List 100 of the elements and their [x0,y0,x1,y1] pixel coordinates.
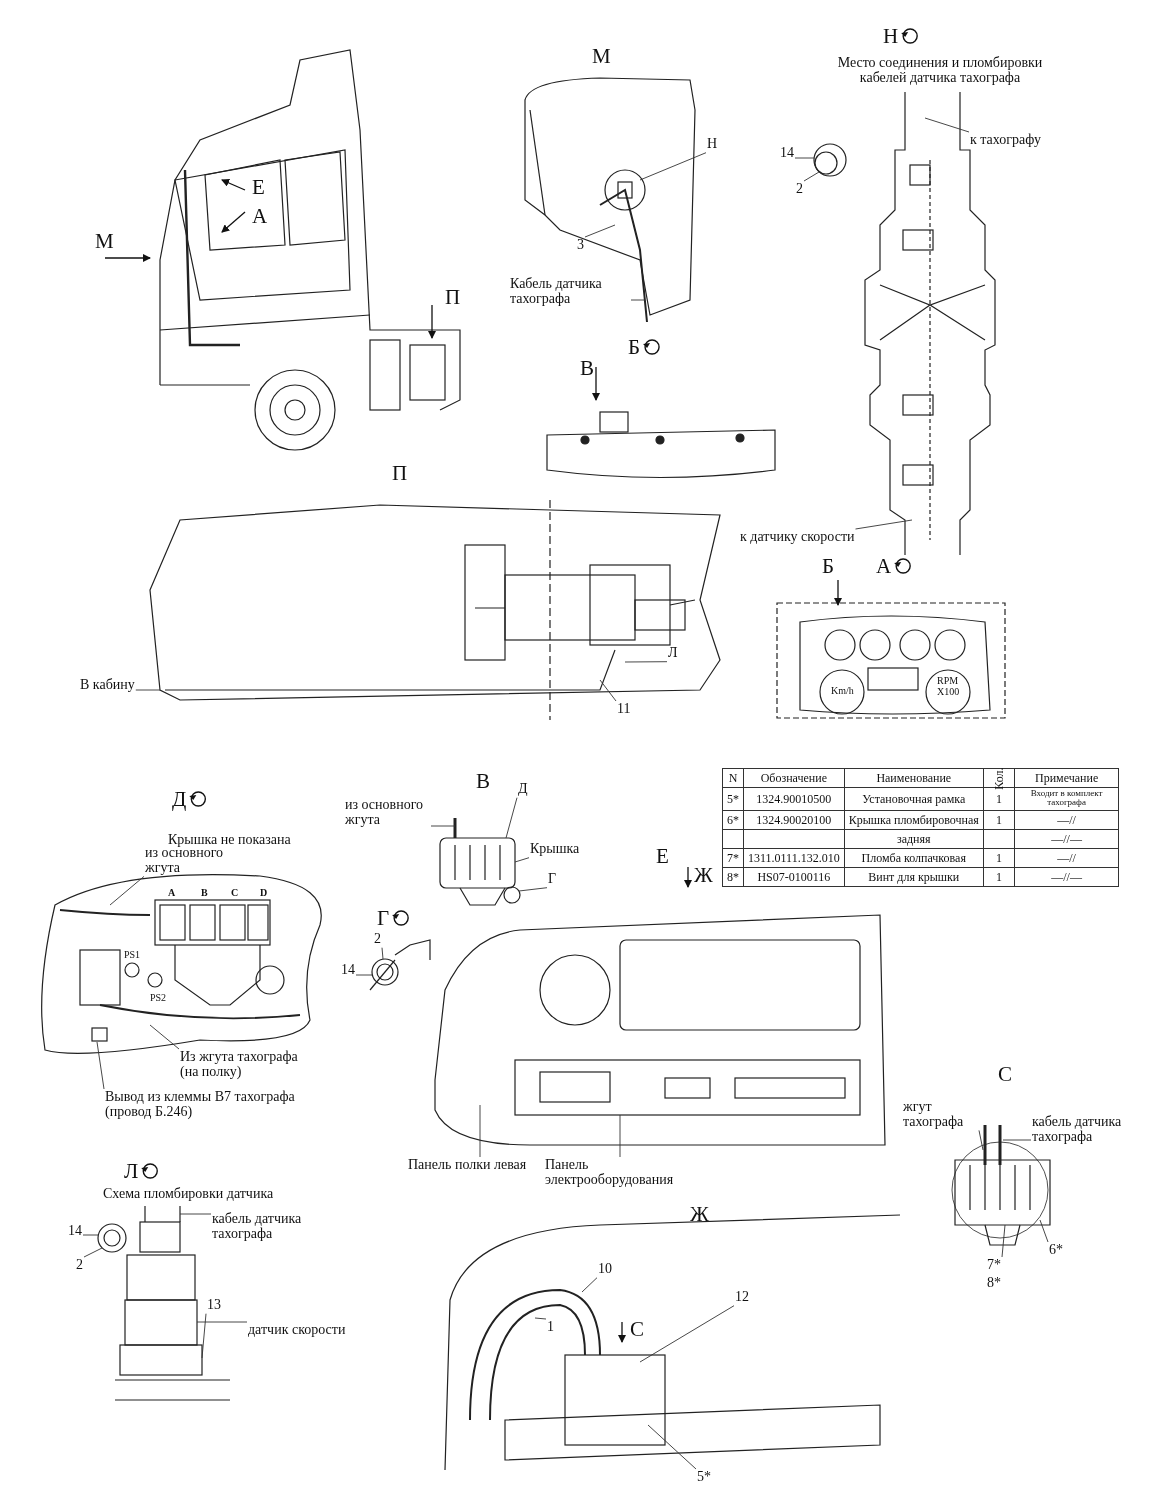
column-header: Примечание [1034,770,1099,785]
callout-number: 8* [987,1276,1001,1291]
column-header: Обозначение [760,770,827,785]
item-number: 7* [727,850,739,865]
callout-label: Крышка [530,842,580,857]
view-letter: Ж [694,864,713,887]
view-letter: М [95,230,114,253]
view-caption: Место соединения и пломбировки кабелей датчика тахографа [836,56,1044,86]
view-letter: В [580,357,594,380]
callout-label: жгут тахографа [903,1100,978,1130]
leader-line [201,1313,207,1359]
leader-line [381,947,384,960]
view-letter: Ж [690,1203,709,1226]
callout-number: 2 [796,182,803,197]
plug-label: PS2 [150,993,167,1004]
leader-line [179,1213,212,1215]
cover-drawing [439,818,521,906]
note: —//— [1051,869,1082,884]
leader-line [430,825,456,827]
leader-line [196,1321,248,1323]
view-letter: А [252,205,268,228]
speed-sensor-drawing [119,1205,203,1376]
plug-label: PS1 [124,950,141,961]
leader-line [639,152,707,181]
quantity: 1 [995,869,1002,884]
callout-number: 1 [547,1320,554,1335]
part-name: Пломба колпачковая [861,850,966,865]
view-letter: В [476,770,490,793]
callout-label: из основного жгута [345,798,430,828]
callout-number: Г [548,872,557,887]
callout-number: 2 [76,1258,83,1273]
leader-line [581,1277,598,1293]
callout-label: Из жгута тахографа (на полку) [180,1050,310,1080]
leader-line [1002,1139,1032,1141]
item-number: 6* [727,812,739,827]
callout-label: из основного жгута [145,846,245,876]
callout-label: Панель электрооборудования [545,1158,695,1188]
callout-label: кабель датчика тахографа [1032,1115,1172,1145]
seal-drawing [813,143,847,177]
gauge-unit: RPM X100 [937,676,961,697]
part-name: Установочная рамка [862,791,966,806]
callout-number: 13 [207,1298,221,1313]
callout-number: 14 [780,146,794,161]
callout-number: 5* [697,1470,711,1485]
callout-label: датчик скорости [248,1323,346,1338]
leader-line [1001,1224,1006,1258]
column-header: Кол. [991,766,1007,790]
view-letter: С [630,1318,644,1341]
callout-number: 14 [341,963,355,978]
view-letter: Д [172,788,187,811]
view-letter: Е [656,845,669,868]
view-letter: С [998,1063,1012,1086]
seal-drawing [369,958,399,991]
view-letter: Б [628,336,641,359]
callout-number: 6* [1049,1243,1063,1258]
quantity: 1 [995,812,1002,827]
leader-line [619,1114,621,1158]
view-letter: А [876,555,892,578]
quantity: 1 [995,850,1002,865]
item-number: 8* [727,869,739,884]
leader-line [978,1129,984,1151]
leader-line [924,117,970,133]
view-letter: Г [377,907,390,930]
leader-line [109,875,145,906]
part-number: 1324.90020100 [756,812,832,827]
note: —//— [1051,831,1082,846]
terminal-letter: C [231,888,239,899]
leader-line [518,887,548,892]
terminal-letter: A [168,888,176,899]
callout-number: 7* [987,1258,1001,1273]
leader-line [630,299,646,301]
leader-line [505,797,518,839]
view-letter: Б [822,555,835,578]
leader-line [479,1104,481,1158]
seal-drawing [97,1223,127,1253]
callout-label: В кабину [80,678,135,693]
part-name: Крышка пломбировочная [848,812,979,827]
view-letter: П [445,286,461,309]
leader-line [355,974,373,976]
terminal-letter: B [201,888,208,899]
view-letter: П [392,462,408,485]
view-letter: Н [883,25,899,48]
callout-number: Л [668,646,678,661]
leader-line [599,679,617,702]
callout-label: к датчику скорости [740,530,855,545]
leader-line [149,1024,180,1050]
view-letter: Л [124,1160,139,1183]
callout-number: 3 [577,238,584,253]
leader-line [639,1305,735,1363]
leader-line [1039,1219,1049,1243]
callout-number: 11 [617,702,631,717]
callout-number: 14 [68,1224,82,1239]
callout-label: к тахографу [970,133,1041,148]
part-number: 1311.0111.132.010 [748,850,840,865]
leader-line [82,1234,99,1236]
callout-label: кабель датчика тахографа [212,1212,322,1242]
note: —// [1057,850,1076,865]
view-caption: Схема пломбировки датчика [103,1187,274,1202]
view-letter: Е [252,176,265,199]
leader-line [514,857,530,863]
